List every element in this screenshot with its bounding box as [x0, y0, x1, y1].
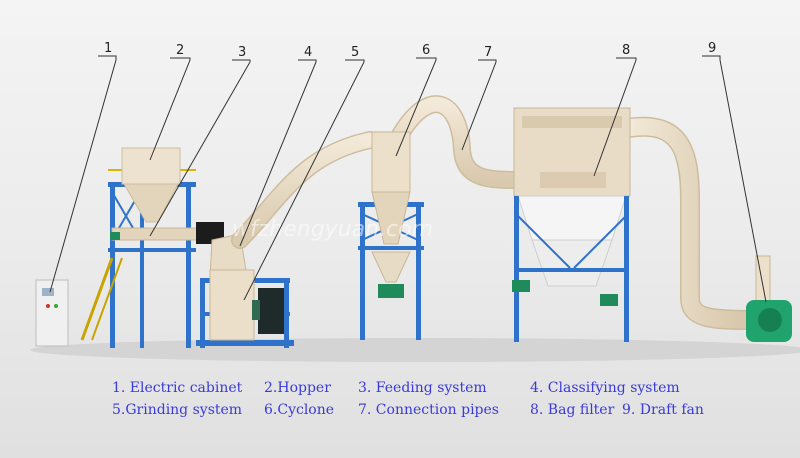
- legend-item-grinding-system: 5.Grinding system: [112, 402, 243, 418]
- connection-pipes: [231, 95, 760, 330]
- floor-shadow: [30, 338, 800, 362]
- draft-fan: [746, 255, 792, 342]
- callout-number-4: 4: [304, 45, 312, 60]
- legend-item-hopper: 2.Hopper: [264, 380, 331, 396]
- grinding-classifier: [196, 233, 294, 348]
- legend-item-electric-cabinet: 1. Electric cabinet: [112, 380, 243, 396]
- callout-number-5: 5: [351, 45, 359, 60]
- legend-item-cyclone: 6.Cyclone: [264, 402, 335, 418]
- bag-filter: [512, 107, 631, 342]
- legend: 1. Electric cabinet 2.Hopper 3. Feeding …: [112, 380, 752, 424]
- legend-item-draft-fan: 9. Draft fan: [622, 402, 704, 418]
- legend-item-classifying-system: 4. Classifying system: [530, 380, 680, 396]
- callout-number-3: 3: [238, 45, 246, 60]
- watermark: wfzhengyuan.com: [232, 217, 433, 242]
- callout-number-7: 7: [484, 45, 492, 60]
- electric-cabinet: [35, 279, 69, 347]
- hopper: [121, 147, 181, 223]
- legend-item-connection-pipes: 7. Connection pipes: [358, 402, 499, 418]
- callout-number-1: 1: [104, 41, 112, 56]
- cyclone: [358, 131, 424, 340]
- callout-number-6: 6: [422, 43, 430, 58]
- callout-number-9: 9: [708, 41, 716, 56]
- leader-lines: [49, 55, 767, 303]
- legend-item-feeding-system: 3. Feeding system: [358, 380, 487, 396]
- callout-number-8: 8: [622, 43, 630, 58]
- legend-item-bag-filter: 8. Bag filter: [530, 402, 615, 418]
- feeding-system: [110, 222, 224, 244]
- callout-numbers: 1 2 3 4 5 6 7 8 9: [104, 41, 716, 60]
- callout-number-2: 2: [176, 43, 184, 58]
